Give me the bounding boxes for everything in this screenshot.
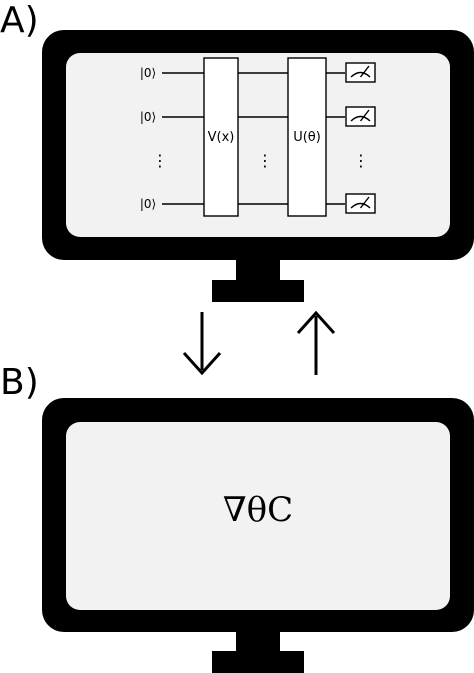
monitor-a-neck <box>236 258 280 280</box>
panel-label-a: A) <box>0 0 39 41</box>
gradient-expression: ∇θC <box>223 490 293 530</box>
measurement-icon <box>345 62 376 83</box>
measurement-icon <box>345 106 376 127</box>
monitor-b-neck <box>236 630 280 652</box>
monitor-a-screen <box>66 53 450 237</box>
measurement-vdots: ⋮ <box>353 151 369 170</box>
middle-vdots: ⋮ <box>257 151 273 170</box>
quantum-circuit: |0⟩ |0⟩ ⋮ |0⟩ V(x) ⋮ U(θ) ⋮ <box>140 57 376 217</box>
qubit-label-3: |0⟩ <box>140 197 156 211</box>
qubit-label-1: |0⟩ <box>140 66 156 80</box>
qubit-label-2: |0⟩ <box>140 110 156 124</box>
monitor-b-screen <box>66 422 450 610</box>
down-arrow <box>182 312 222 376</box>
encoding-gate-label: V(x) <box>208 130 235 145</box>
measurement-icon <box>345 193 376 214</box>
up-arrow <box>296 310 336 375</box>
ansatz-gate-label: U(θ) <box>293 130 321 145</box>
monitor-b-base <box>212 651 304 673</box>
monitor-b <box>42 398 474 673</box>
panel-label-b: B) <box>0 362 39 403</box>
qubit-vdots: ⋮ <box>152 151 168 170</box>
monitor-a-base <box>212 280 304 302</box>
monitor-a <box>42 30 474 302</box>
ansatz-gate <box>287 57 327 217</box>
encoding-gate <box>203 57 239 217</box>
